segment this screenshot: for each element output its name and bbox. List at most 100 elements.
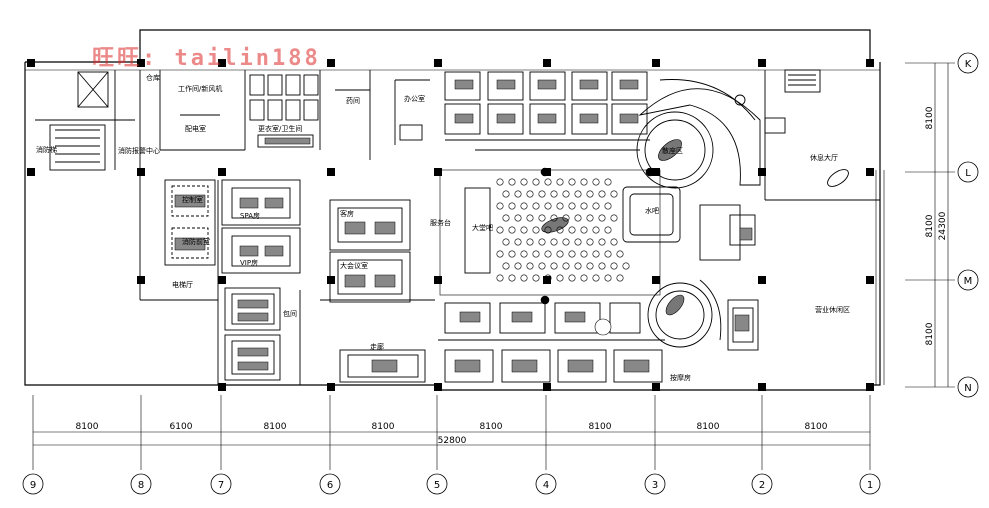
hatched-fixtures bbox=[174, 79, 753, 373]
column-axis-label: 7 bbox=[218, 480, 224, 491]
seat-dot bbox=[562, 238, 570, 246]
column-axis-label: 6 bbox=[327, 480, 333, 491]
column-span-dimension: 8100 bbox=[372, 422, 395, 432]
seat-dot bbox=[526, 214, 534, 222]
seat-dot bbox=[592, 274, 600, 282]
seat-dot bbox=[604, 250, 612, 258]
seat-dot bbox=[544, 202, 552, 210]
interior-walls bbox=[35, 69, 880, 385]
room-label: 消防前室 bbox=[182, 237, 210, 246]
seat-dot bbox=[514, 190, 522, 198]
column-axis-label: 8 bbox=[138, 480, 144, 491]
row-axis-label: N bbox=[964, 383, 971, 394]
seat-dot bbox=[598, 214, 606, 222]
seat-dot bbox=[580, 274, 588, 282]
axis-bubbles bbox=[22, 52, 979, 495]
room-label: 办公室 bbox=[404, 94, 425, 103]
room-label: 走廊 bbox=[370, 342, 384, 351]
seat-dot bbox=[604, 274, 612, 282]
column-axis-label: 4 bbox=[543, 480, 549, 491]
column-axis-label: 2 bbox=[759, 480, 765, 491]
seat-dot bbox=[514, 238, 522, 246]
row-span-dimension: 8100 bbox=[925, 106, 935, 129]
room-label: 服务台 bbox=[430, 218, 451, 227]
seat-dot bbox=[580, 178, 588, 186]
seat-dot bbox=[532, 178, 540, 186]
room-label: 控制室 bbox=[182, 195, 203, 204]
room-label: 消防梯 bbox=[36, 145, 57, 154]
column-axis-label: 9 bbox=[30, 480, 36, 491]
seat-dot bbox=[604, 226, 612, 234]
seat-dot bbox=[544, 226, 552, 234]
seat-dot bbox=[514, 214, 522, 222]
seat-dot bbox=[520, 274, 528, 282]
seat-dot bbox=[496, 178, 504, 186]
column-span-dimension: 8100 bbox=[264, 422, 287, 432]
seat-dot bbox=[568, 202, 576, 210]
seat-dot bbox=[556, 178, 564, 186]
room-label: 按摩房 bbox=[670, 373, 691, 382]
row-span-dimension: 8100 bbox=[925, 322, 935, 345]
column-axis-label: 1 bbox=[867, 480, 873, 491]
seat-dot bbox=[568, 226, 576, 234]
column-span-dimension: 8100 bbox=[589, 422, 612, 432]
room-label: 大会议室 bbox=[340, 261, 368, 270]
seat-dot bbox=[568, 274, 576, 282]
room-label: 休息大厅 bbox=[810, 153, 838, 162]
seat-dot bbox=[544, 178, 552, 186]
total-width-dimension: 52800 bbox=[438, 436, 467, 446]
seat-dot bbox=[562, 190, 570, 198]
room-label: 水吧 bbox=[645, 206, 659, 215]
seat-dot bbox=[562, 262, 570, 270]
seat-dot bbox=[526, 262, 534, 270]
seat-dot bbox=[538, 262, 546, 270]
seat-dot bbox=[502, 262, 510, 270]
seat-dot bbox=[532, 274, 540, 282]
seat-dot bbox=[592, 226, 600, 234]
seat-dot bbox=[520, 178, 528, 186]
seat-dot bbox=[502, 190, 510, 198]
room-label: 电梯厅 bbox=[172, 280, 193, 289]
seat-dot bbox=[586, 190, 594, 198]
structural-columns bbox=[27, 59, 874, 391]
seat-dot bbox=[610, 238, 618, 246]
seat-dot bbox=[496, 250, 504, 258]
seat-dot bbox=[556, 250, 564, 258]
seat-dot bbox=[616, 274, 624, 282]
row-axis-label: L bbox=[965, 168, 971, 179]
seat-dot bbox=[598, 238, 606, 246]
seat-dot bbox=[556, 274, 564, 282]
seat-dot bbox=[592, 202, 600, 210]
seat-dot bbox=[580, 202, 588, 210]
seat-dot bbox=[610, 214, 618, 222]
room-label: 大堂吧 bbox=[472, 223, 493, 232]
seat-dot bbox=[604, 178, 612, 186]
seat-dot bbox=[502, 214, 510, 222]
seat-dot bbox=[616, 250, 624, 258]
room-label: VIP房 bbox=[240, 258, 258, 267]
seat-dot bbox=[538, 190, 546, 198]
seat-dot bbox=[496, 274, 504, 282]
column-span-dimension: 8100 bbox=[76, 422, 99, 432]
room-label: 消防报警中心 bbox=[118, 146, 160, 155]
seat-dot bbox=[580, 250, 588, 258]
column-span-dimension: 8100 bbox=[805, 422, 828, 432]
seat-dot bbox=[610, 190, 618, 198]
row-axis-label: K bbox=[965, 59, 972, 70]
seat-dot bbox=[586, 214, 594, 222]
seat-dot bbox=[592, 178, 600, 186]
seat-dot bbox=[574, 262, 582, 270]
seat-dot bbox=[496, 202, 504, 210]
row-span-dimension: 8100 bbox=[925, 214, 935, 237]
seat-dot bbox=[514, 262, 522, 270]
seat-dot bbox=[622, 262, 630, 270]
seat-dot bbox=[592, 250, 600, 258]
seat-dot bbox=[568, 250, 576, 258]
seat-dot bbox=[532, 226, 540, 234]
seat-dot bbox=[520, 226, 528, 234]
seat-dot bbox=[598, 190, 606, 198]
column-axis-label: 3 bbox=[652, 480, 658, 491]
seat-dot bbox=[532, 202, 540, 210]
seat-dot bbox=[538, 214, 546, 222]
